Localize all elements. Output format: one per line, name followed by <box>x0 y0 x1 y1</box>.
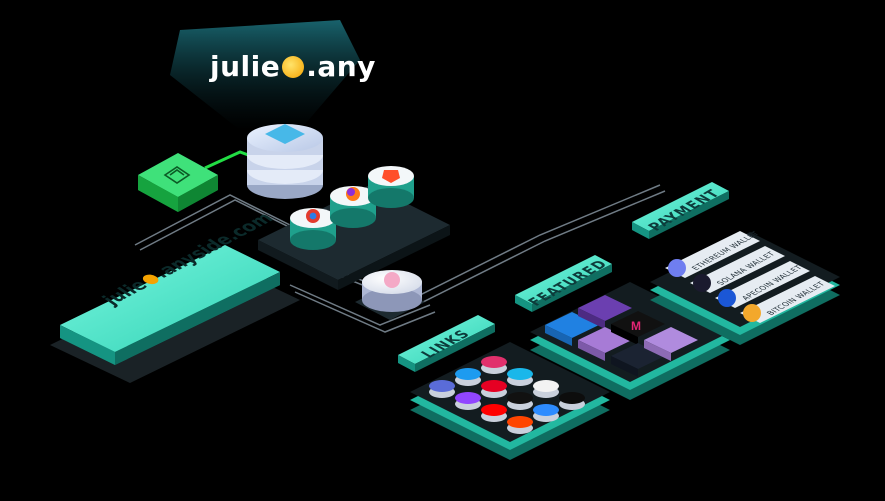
shop-icon <box>533 380 559 398</box>
title-glow <box>170 20 360 130</box>
pinterest-icon <box>481 380 507 398</box>
bitcoin-icon <box>743 304 761 322</box>
medium-icon <box>507 392 533 410</box>
instagram-icon <box>481 356 507 374</box>
wallet-rows <box>665 231 835 323</box>
chrome-icon <box>290 208 336 250</box>
server-stack <box>247 124 323 199</box>
server-screen <box>265 124 305 144</box>
reddit-icon <box>507 416 533 434</box>
title-name-suffix: .any <box>306 50 376 83</box>
magic-eden-icon: M <box>611 311 665 345</box>
gateway-icon <box>163 166 191 184</box>
ethereum-icon <box>668 259 686 277</box>
title-name-prefix: julie <box>210 50 281 83</box>
solana-icon <box>693 274 711 292</box>
domain-block <box>50 245 300 383</box>
youtube-icon <box>481 404 507 422</box>
firefox-icon <box>330 186 376 228</box>
avatar-node <box>355 270 425 320</box>
link-icons <box>429 356 585 434</box>
nft-punk-icon <box>578 295 632 329</box>
vimeo-icon <box>507 368 533 386</box>
browser-platform <box>258 166 450 290</box>
svg-text:M: M <box>631 319 641 333</box>
gateway-block <box>138 153 218 212</box>
avatar <box>384 272 400 288</box>
twitch-icon <box>455 392 481 410</box>
nft-frog-icon <box>644 327 698 361</box>
bandcamp-icon <box>429 380 455 398</box>
apecoin-icon <box>718 289 736 307</box>
winking-tongue-emoji-icon <box>282 56 305 78</box>
patreon-icon <box>559 392 585 410</box>
featured-icons: M <box>545 295 698 377</box>
brave-icon <box>368 166 414 208</box>
twitter-icon <box>455 368 481 386</box>
cloud-icon <box>533 404 559 422</box>
page-title: julie .any <box>210 50 376 83</box>
